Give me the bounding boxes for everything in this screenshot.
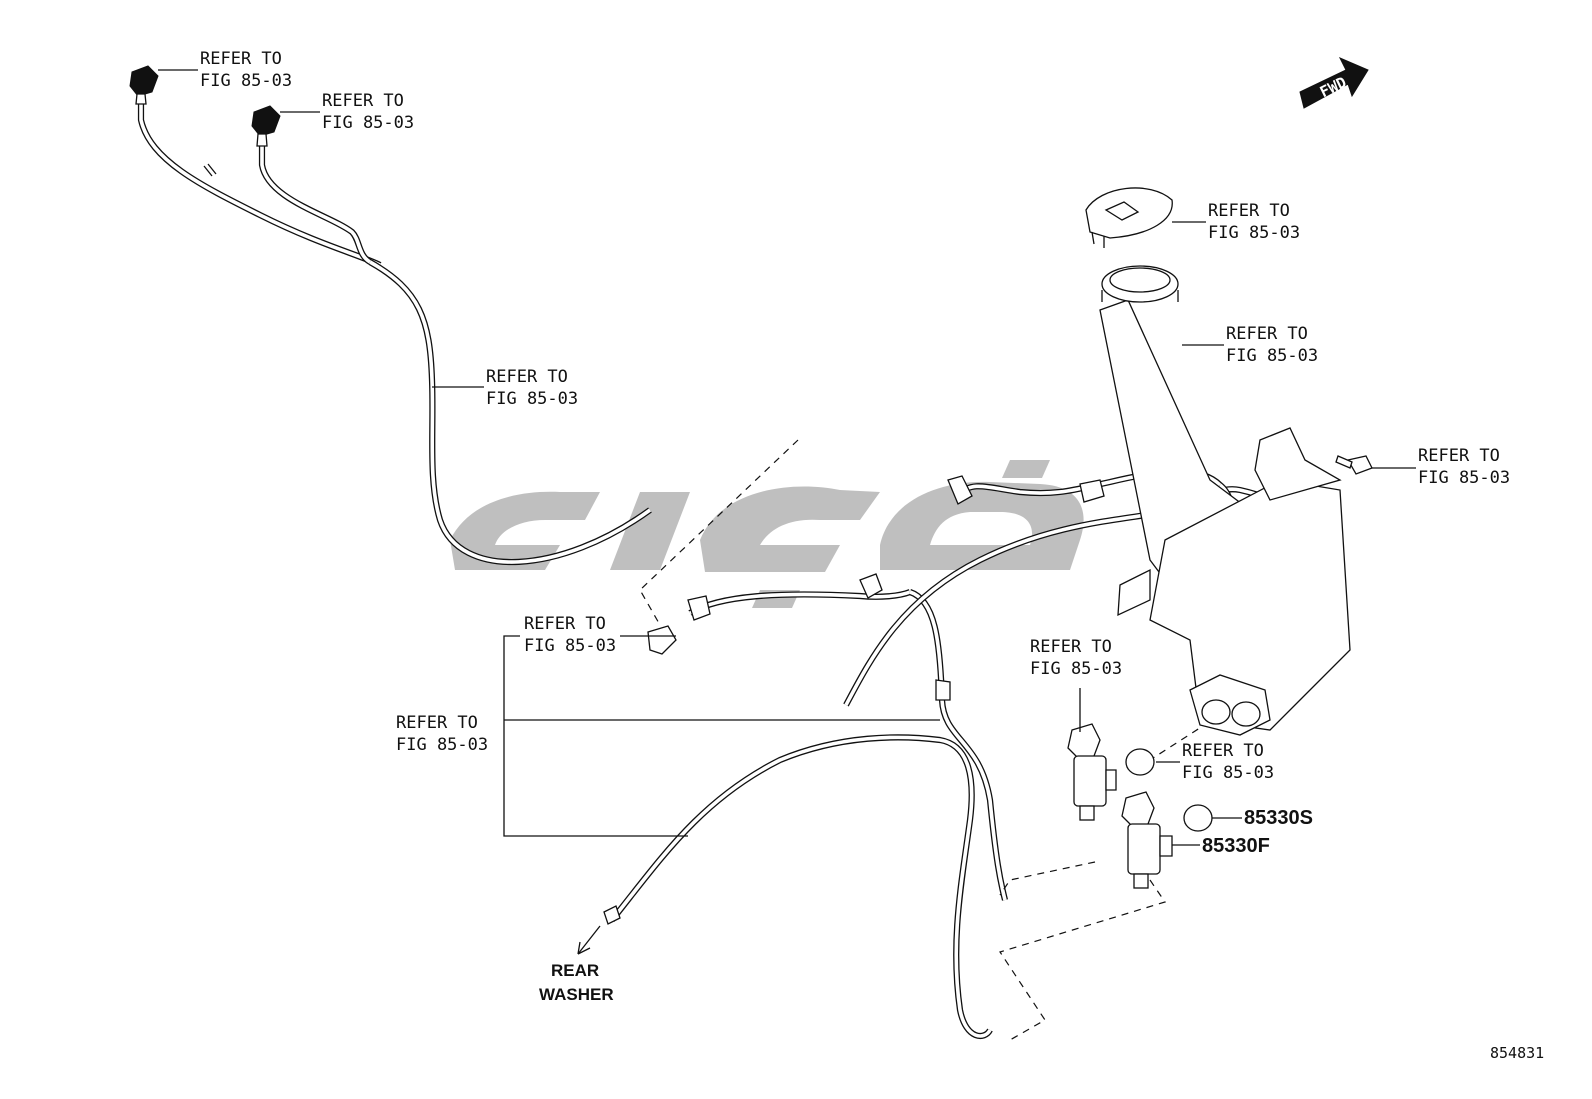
callout-refer-7: REFER TO FIG 85-03 [524, 614, 616, 656]
washer-reservoir [1099, 265, 1351, 736]
figure-code: 854831 [1490, 1044, 1544, 1062]
callout-refer-9: REFER TO FIG 85-03 [1030, 637, 1122, 679]
rear-washer-hose [609, 734, 993, 1040]
callout-refer-2: REFER TO FIG 85-03 [322, 91, 414, 133]
callout-refer-10: REFER TO FIG 85-03 [1182, 741, 1274, 783]
refer-label-line2: FIG 85-03 [396, 735, 488, 755]
filler-cap [1085, 187, 1173, 248]
refer-label-line1: REFER TO [1182, 741, 1264, 761]
fwd-direction-arrow: FWD [1299, 57, 1369, 109]
refer-label-line1: REFER TO [1030, 637, 1112, 657]
rear-washer-label-line2: WASHER [539, 985, 614, 1004]
callout-refer-3: REFER TO FIG 85-03 [486, 367, 578, 409]
mounting-bolt [1335, 455, 1373, 475]
callout-refer-8: REFER TO FIG 85-03 [396, 713, 488, 755]
refer-label-line1: REFER TO [486, 367, 568, 387]
left-washer-nozzle [129, 65, 159, 105]
refer-label-line1: REFER TO [322, 91, 404, 111]
callout-refer-5: REFER TO FIG 85-03 [1226, 324, 1318, 366]
washer-pump-upper [1067, 723, 1117, 821]
refer-label-line2: FIG 85-03 [200, 71, 292, 91]
refer-label-line1: REFER TO [396, 713, 478, 733]
refer-label-line1: REFER TO [1208, 201, 1290, 221]
callout-refer-4: REFER TO FIG 85-03 [1208, 201, 1300, 243]
refer-label-line2: FIG 85-03 [1030, 659, 1122, 679]
watermark-logo [450, 460, 1084, 608]
refer-label-line2: FIG 85-03 [322, 113, 414, 133]
right-washer-nozzle [251, 105, 281, 147]
refer-label-line1: REFER TO [1226, 324, 1308, 344]
refer-label-line2: FIG 85-03 [1418, 468, 1510, 488]
pump-grommets [1125, 748, 1213, 832]
callout-refer-1: REFER TO FIG 85-03 [200, 49, 292, 91]
part-number-85330s: 85330S [1244, 807, 1313, 829]
refer-label-line2: FIG 85-03 [1208, 223, 1300, 243]
refer-label-line1: REFER TO [200, 49, 282, 69]
callout-refer-6: REFER TO FIG 85-03 [1418, 446, 1510, 488]
hose-connectors [603, 475, 1105, 925]
refer-label-line1: REFER TO [1418, 446, 1500, 466]
washer-pump-85330f [1121, 791, 1173, 889]
refer-label-line2: FIG 85-03 [486, 389, 578, 409]
refer-label-line2: FIG 85-03 [1182, 763, 1274, 783]
refer-label-line2: FIG 85-03 [1226, 346, 1318, 366]
part-number-85330f: 85330F [1202, 835, 1270, 857]
front-washer-hoses [137, 104, 652, 566]
callout-leaders [158, 69, 1416, 955]
refer-label-line2: FIG 85-03 [524, 636, 616, 656]
rear-washer-label-line1: REAR [551, 961, 599, 980]
refer-label-line1: REFER TO [524, 614, 606, 634]
